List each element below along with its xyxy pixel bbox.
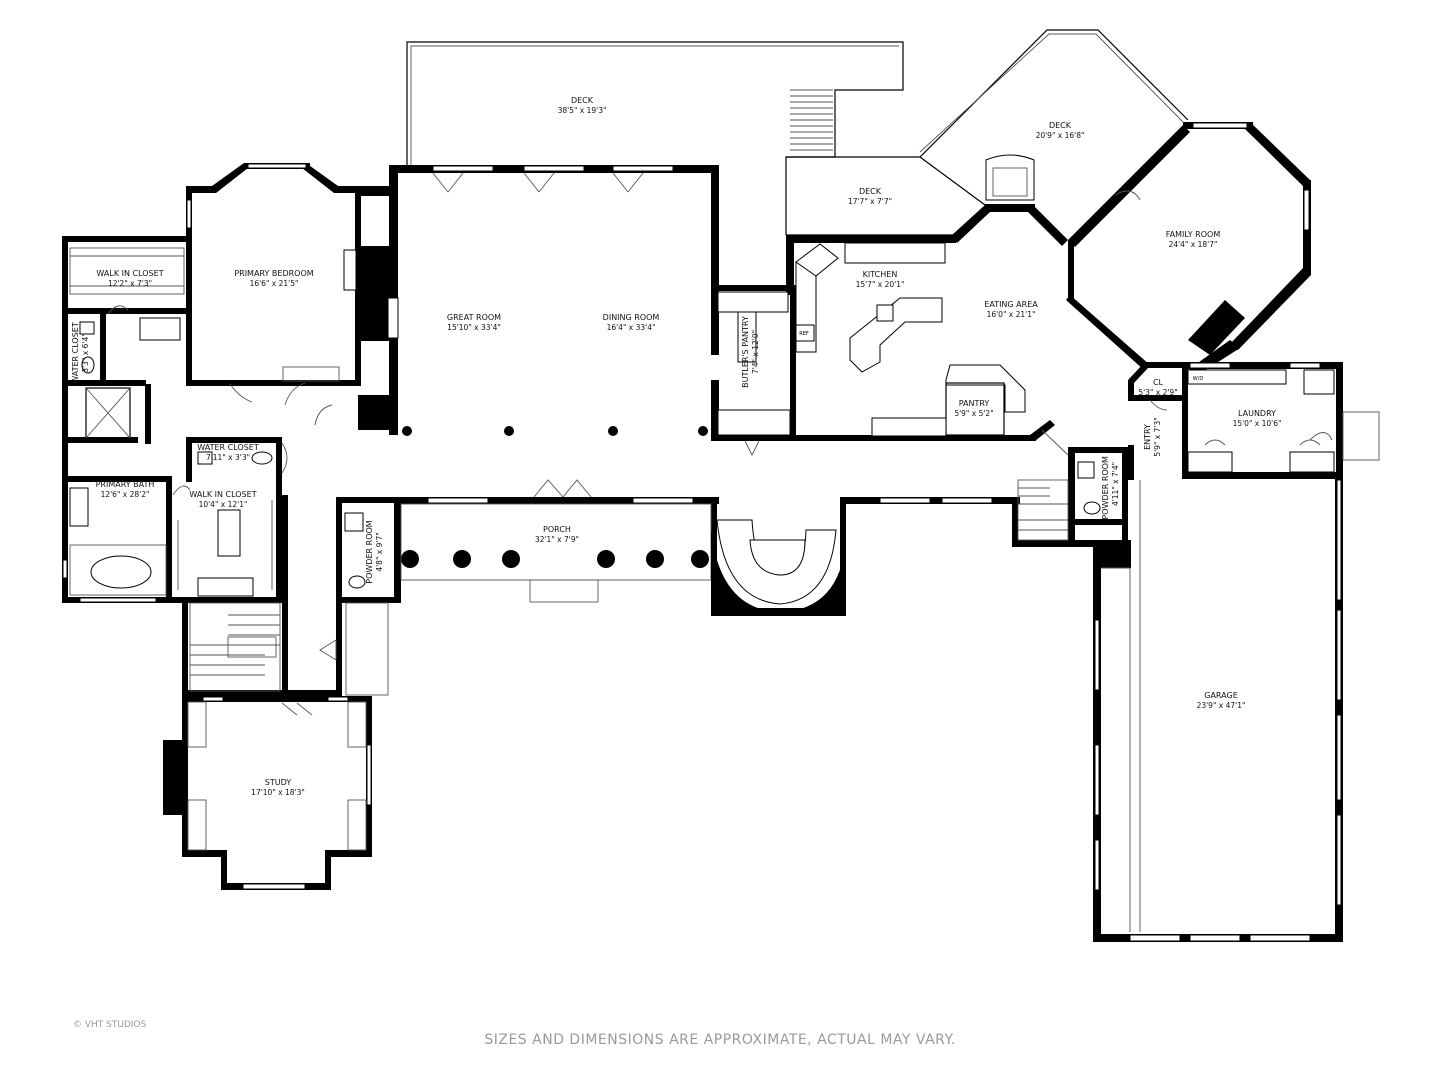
room-label-porch: PORCH xyxy=(543,525,571,534)
windows xyxy=(62,122,1342,942)
room-label-great-room: GREAT ROOM xyxy=(447,313,501,322)
room-label-pantry: PANTRY xyxy=(959,399,990,408)
room-label-powder-room-2: POWDER ROOM 2 xyxy=(1101,448,1110,519)
room-dim-kitchen: 15'7" x 20'1" xyxy=(856,280,905,289)
room-label-cl: CL xyxy=(1153,378,1164,387)
room-dim-butlers-pantry: 7'4" x 12'0" xyxy=(751,330,760,374)
room-label-eating-area: EATING AREA xyxy=(984,300,1038,309)
room-label-laundry: LAUNDRY xyxy=(1238,409,1276,418)
room-label-water-closet-1: WATER CLOSET xyxy=(71,322,80,384)
room-dim-water-closet-2: 7'11" x 3'3" xyxy=(206,453,250,462)
room-label-deck-small: DECK xyxy=(859,187,882,196)
room-label-primary-bath: PRIMARY BATH xyxy=(96,480,155,489)
room-label-study: STUDY xyxy=(265,778,292,787)
room-dim-powder-room-2: 4'11" x 7'4" xyxy=(1111,462,1120,506)
room-dim-walk-in-closet-2: 10'4" x 12'1" xyxy=(199,500,248,509)
room-dim-study: 17'10" x 18'3" xyxy=(251,788,305,797)
room-label-kitchen: KITCHEN xyxy=(863,270,898,279)
room-label-dining-room: DINING ROOM xyxy=(603,313,660,322)
room-label-entry: ENTRY xyxy=(1143,424,1152,450)
room-dim-garage: 23'9" x 47'1" xyxy=(1197,701,1246,710)
room-dim-great-room: 15'10" x 33'4" xyxy=(447,323,501,332)
disclaimer-note: SIZES AND DIMENSIONS ARE APPROXIMATE, AC… xyxy=(484,1032,956,1048)
room-label-butlers-pantry: BUTLER'S PANTRY xyxy=(741,316,750,388)
doors xyxy=(107,172,1333,716)
room-dim-cl: 5'3" x 2'9" xyxy=(1138,388,1177,397)
copyright-text: © VHT STUDIOS xyxy=(73,1020,147,1030)
room-dim-laundry: 15'0" x 10'6" xyxy=(1233,419,1282,428)
room-label-garage: GARAGE xyxy=(1204,691,1238,700)
room-dim-deck-small: 17'7" x 7'7" xyxy=(848,197,892,206)
walls xyxy=(62,122,1343,942)
room-dim-deck-right: 20'9" x 16'8" xyxy=(1036,131,1085,140)
room-dim-entry: 5'9" x 7'3" xyxy=(1153,417,1162,456)
room-dim-porch: 32'1" x 7'9" xyxy=(535,535,579,544)
room-label-deck-main: DECK xyxy=(571,96,594,105)
room-label-walk-in-closet-1: WALK IN CLOSET xyxy=(96,269,163,278)
room-dim-water-closet-1: 3'3" x 6'4" xyxy=(81,333,90,372)
room-label-water-closet-2: WATER CLOSET xyxy=(197,443,259,452)
fixtures xyxy=(69,154,1380,932)
room-dim-deck-main: 38'5" x 19'3" xyxy=(558,106,607,115)
room-label-deck-right: DECK xyxy=(1049,121,1072,130)
room-dim-walk-in-closet-1: 12'2" x 7'3" xyxy=(108,279,152,288)
room-dim-eating-area: 16'0" x 21'1" xyxy=(987,310,1036,319)
room-label-powder-room: POWDER ROOM xyxy=(365,520,374,584)
room-dim-pantry: 5'9" x 5'2" xyxy=(954,409,993,418)
room-label-primary-bedroom: PRIMARY BEDROOM xyxy=(234,269,313,278)
room-dim-primary-bedroom: 16'6" x 21'5" xyxy=(250,279,299,288)
room-label-family-room: FAMILY ROOM xyxy=(1166,230,1221,239)
room-labels: DECK 38'5" x 19'3" DECK 20'9" x 16'8" DE… xyxy=(71,96,1281,797)
room-dim-powder-room: 4'8" x 9'7" xyxy=(375,532,384,571)
room-dim-primary-bath: 12'6" x 28'2" xyxy=(101,490,150,499)
room-dim-family-room: 24'4" x 18'7" xyxy=(1169,240,1218,249)
room-dim-dining-room: 16'4" x 33'4" xyxy=(607,323,656,332)
columns xyxy=(401,426,709,568)
room-label-walk-in-closet-2: WALK IN CLOSET xyxy=(189,490,256,499)
fridge-label: REF xyxy=(799,331,809,337)
washer-dryer-label: W/D xyxy=(1193,376,1204,382)
